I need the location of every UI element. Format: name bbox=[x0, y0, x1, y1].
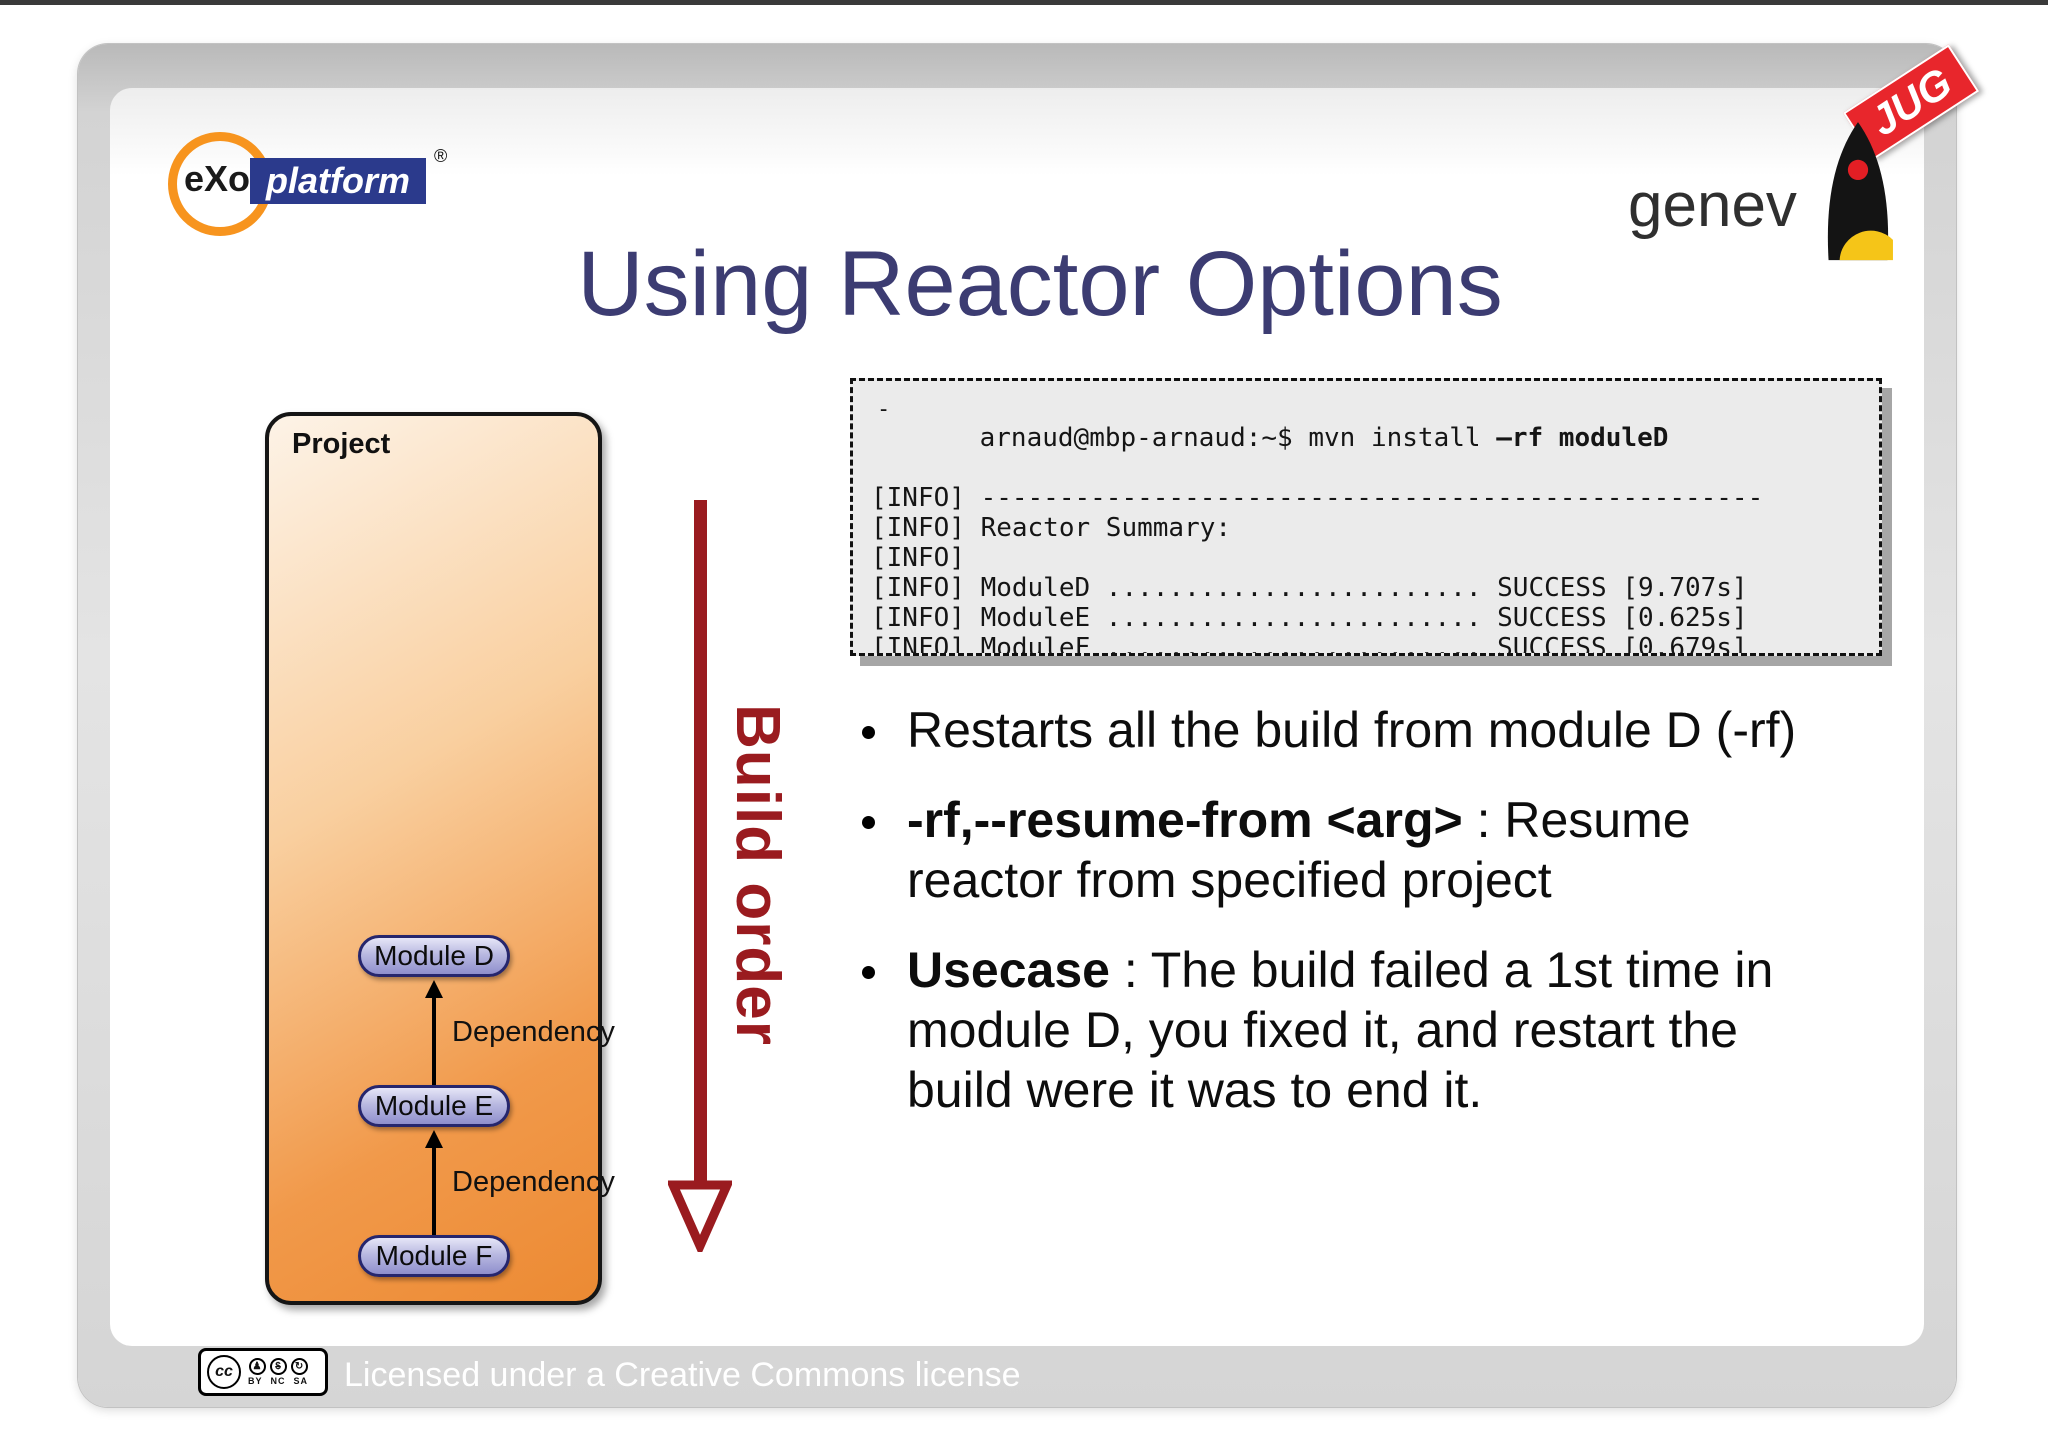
build-order-arrowhead-icon bbox=[668, 1180, 732, 1252]
cc-label-row: BY NC SA bbox=[248, 1376, 308, 1386]
terminal-output-box: - arnaud@mbp-arnaud:~$ mvn install –rf mo… bbox=[850, 378, 1882, 656]
platform-logo-box: platform bbox=[250, 158, 426, 204]
bullet-dot-icon bbox=[862, 966, 875, 979]
nc-no-money-icon: $ bbox=[269, 1358, 287, 1375]
cc-logo-icon: cc bbox=[207, 1355, 241, 1389]
creative-commons-badge: cc ♟ $ ↻ BY NC SA bbox=[198, 1348, 328, 1396]
module-pill-f: Module F bbox=[358, 1235, 510, 1277]
terminal-line: [INFO] bbox=[871, 543, 965, 573]
platform-logo-text: platform bbox=[266, 160, 410, 201]
list-item: Restarts all the build from module D (-r… bbox=[862, 700, 1862, 760]
terminal-command: arnaud@mbp-arnaud:~$ mvn install bbox=[979, 423, 1497, 453]
dependency-label: Dependency bbox=[452, 1166, 615, 1198]
bullet-dot-icon bbox=[862, 726, 875, 739]
bullet-list: Restarts all the build from module D (-r… bbox=[862, 700, 1862, 1150]
by-person-icon: ♟ bbox=[248, 1358, 266, 1375]
registered-mark: ® bbox=[434, 146, 448, 166]
dependency-arrow-line bbox=[432, 998, 436, 1085]
bullet-text: Restarts all the build from module D (-r… bbox=[907, 700, 1837, 760]
module-pill-d: Module D bbox=[358, 935, 510, 977]
terminal-prompt-line: - arnaud@mbp-arnaud:~$ mvn install –rf mo… bbox=[871, 393, 1861, 483]
list-dash: - bbox=[877, 397, 891, 422]
duke-mascot-icon bbox=[1827, 122, 1893, 261]
terminal-line: [INFO] ModuleE ........................ … bbox=[871, 603, 1748, 633]
exo-platform-logo: eXo platform ® bbox=[168, 132, 488, 236]
dependency-arrowhead-icon bbox=[425, 980, 443, 998]
license-text: Licensed under a Creative Commons licens… bbox=[344, 1356, 1021, 1394]
cc-label-sa: SA bbox=[293, 1376, 309, 1386]
list-item: Usecase : The build failed a 1st time in… bbox=[862, 940, 1862, 1120]
list-item: -rf,--resume-from <arg> : Resume reactor… bbox=[862, 790, 1862, 910]
cc-label-nc: NC bbox=[270, 1376, 286, 1386]
bullet-bold-text: Usecase bbox=[907, 942, 1110, 998]
terminal-line: [INFO] ---------------------------------… bbox=[871, 483, 1764, 513]
cc-label-by: BY bbox=[248, 1376, 263, 1386]
build-order-label: Build order bbox=[723, 704, 792, 1046]
geneva-jug-text: genev bbox=[1628, 171, 1797, 240]
bullet-text: -rf,--resume-from <arg> : Resume reactor… bbox=[907, 790, 1837, 910]
cc-badge-detail: ♟ $ ↻ BY NC SA bbox=[248, 1358, 308, 1386]
terminal-line: [INFO] Reactor Summary: bbox=[871, 513, 1232, 543]
bullet-plain-text: : Resume reactor from specified project bbox=[907, 792, 1691, 908]
terminal-command-arg: –rf moduleD bbox=[1496, 423, 1669, 453]
build-order-arrow-line bbox=[694, 500, 707, 1185]
terminal-line: [INFO] ModuleF ........................ … bbox=[871, 633, 1748, 656]
dependency-arrowhead-icon bbox=[425, 1130, 443, 1148]
bullet-plain-text: : The build failed a 1st time in module … bbox=[907, 942, 1774, 1118]
exo-logo-text: eXo bbox=[184, 158, 251, 199]
bullet-dot-icon bbox=[862, 816, 875, 829]
terminal-line: [INFO] ModuleD ........................ … bbox=[871, 573, 1748, 603]
sa-share-alike-icon: ↻ bbox=[290, 1358, 308, 1375]
project-label: Project bbox=[292, 428, 391, 460]
page-title: Using Reactor Options bbox=[577, 233, 1503, 335]
dependency-label: Dependency bbox=[452, 1016, 615, 1048]
bullet-plain-text: Restarts all the build from module D (-r… bbox=[907, 702, 1797, 758]
cc-icon-row: ♟ $ ↻ bbox=[248, 1358, 308, 1375]
bullet-text: Usecase : The build failed a 1st time in… bbox=[907, 940, 1837, 1120]
screen-top-edge bbox=[0, 0, 2048, 5]
bullet-bold-text: -rf,--resume-from <arg> bbox=[907, 792, 1463, 848]
dependency-arrow-line bbox=[432, 1148, 436, 1235]
module-pill-e: Module E bbox=[358, 1085, 510, 1127]
